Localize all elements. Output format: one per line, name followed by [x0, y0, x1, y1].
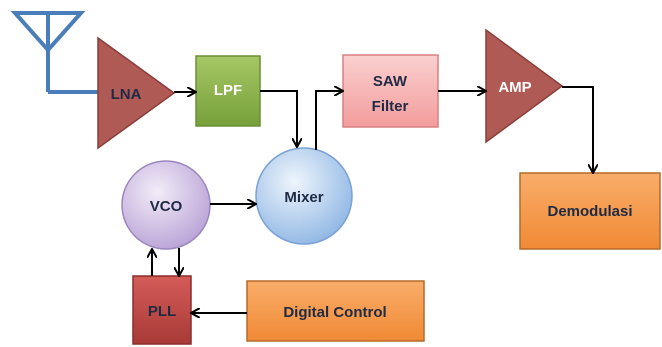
arrow-mixer-to-saw — [315, 91, 342, 150]
antenna-icon — [10, 11, 100, 94]
mixer-label: Mixer — [284, 189, 323, 206]
arrow-amp-to-demodulasi — [562, 86, 593, 172]
pll-block: PLL — [132, 275, 192, 345]
demodulasi-block: Demodulasi — [519, 172, 661, 250]
connections — [152, 86, 593, 313]
vco-block: VCO — [121, 160, 211, 250]
demodulasi-label: Demodulasi — [547, 203, 632, 220]
lpf-block: LPF — [195, 55, 261, 127]
lna-block: LNA — [97, 36, 176, 150]
mixer-block: Mixer — [255, 147, 353, 245]
digital-control-block: Digital Control — [246, 280, 425, 342]
pll-label: PLL — [148, 303, 176, 320]
arrow-lpf-to-mixer — [260, 90, 297, 146]
saw-filter-block: SAW Filter — [342, 54, 439, 128]
amp-block: AMP — [485, 28, 564, 144]
lna-label: LNA — [111, 86, 142, 103]
saw-label-line2: Filter — [372, 98, 409, 115]
saw-label-line1: SAW — [373, 73, 408, 90]
digital-control-label: Digital Control — [283, 304, 386, 321]
lpf-label: LPF — [214, 82, 242, 99]
vco-label: VCO — [150, 198, 183, 215]
amp-label: AMP — [498, 79, 531, 96]
